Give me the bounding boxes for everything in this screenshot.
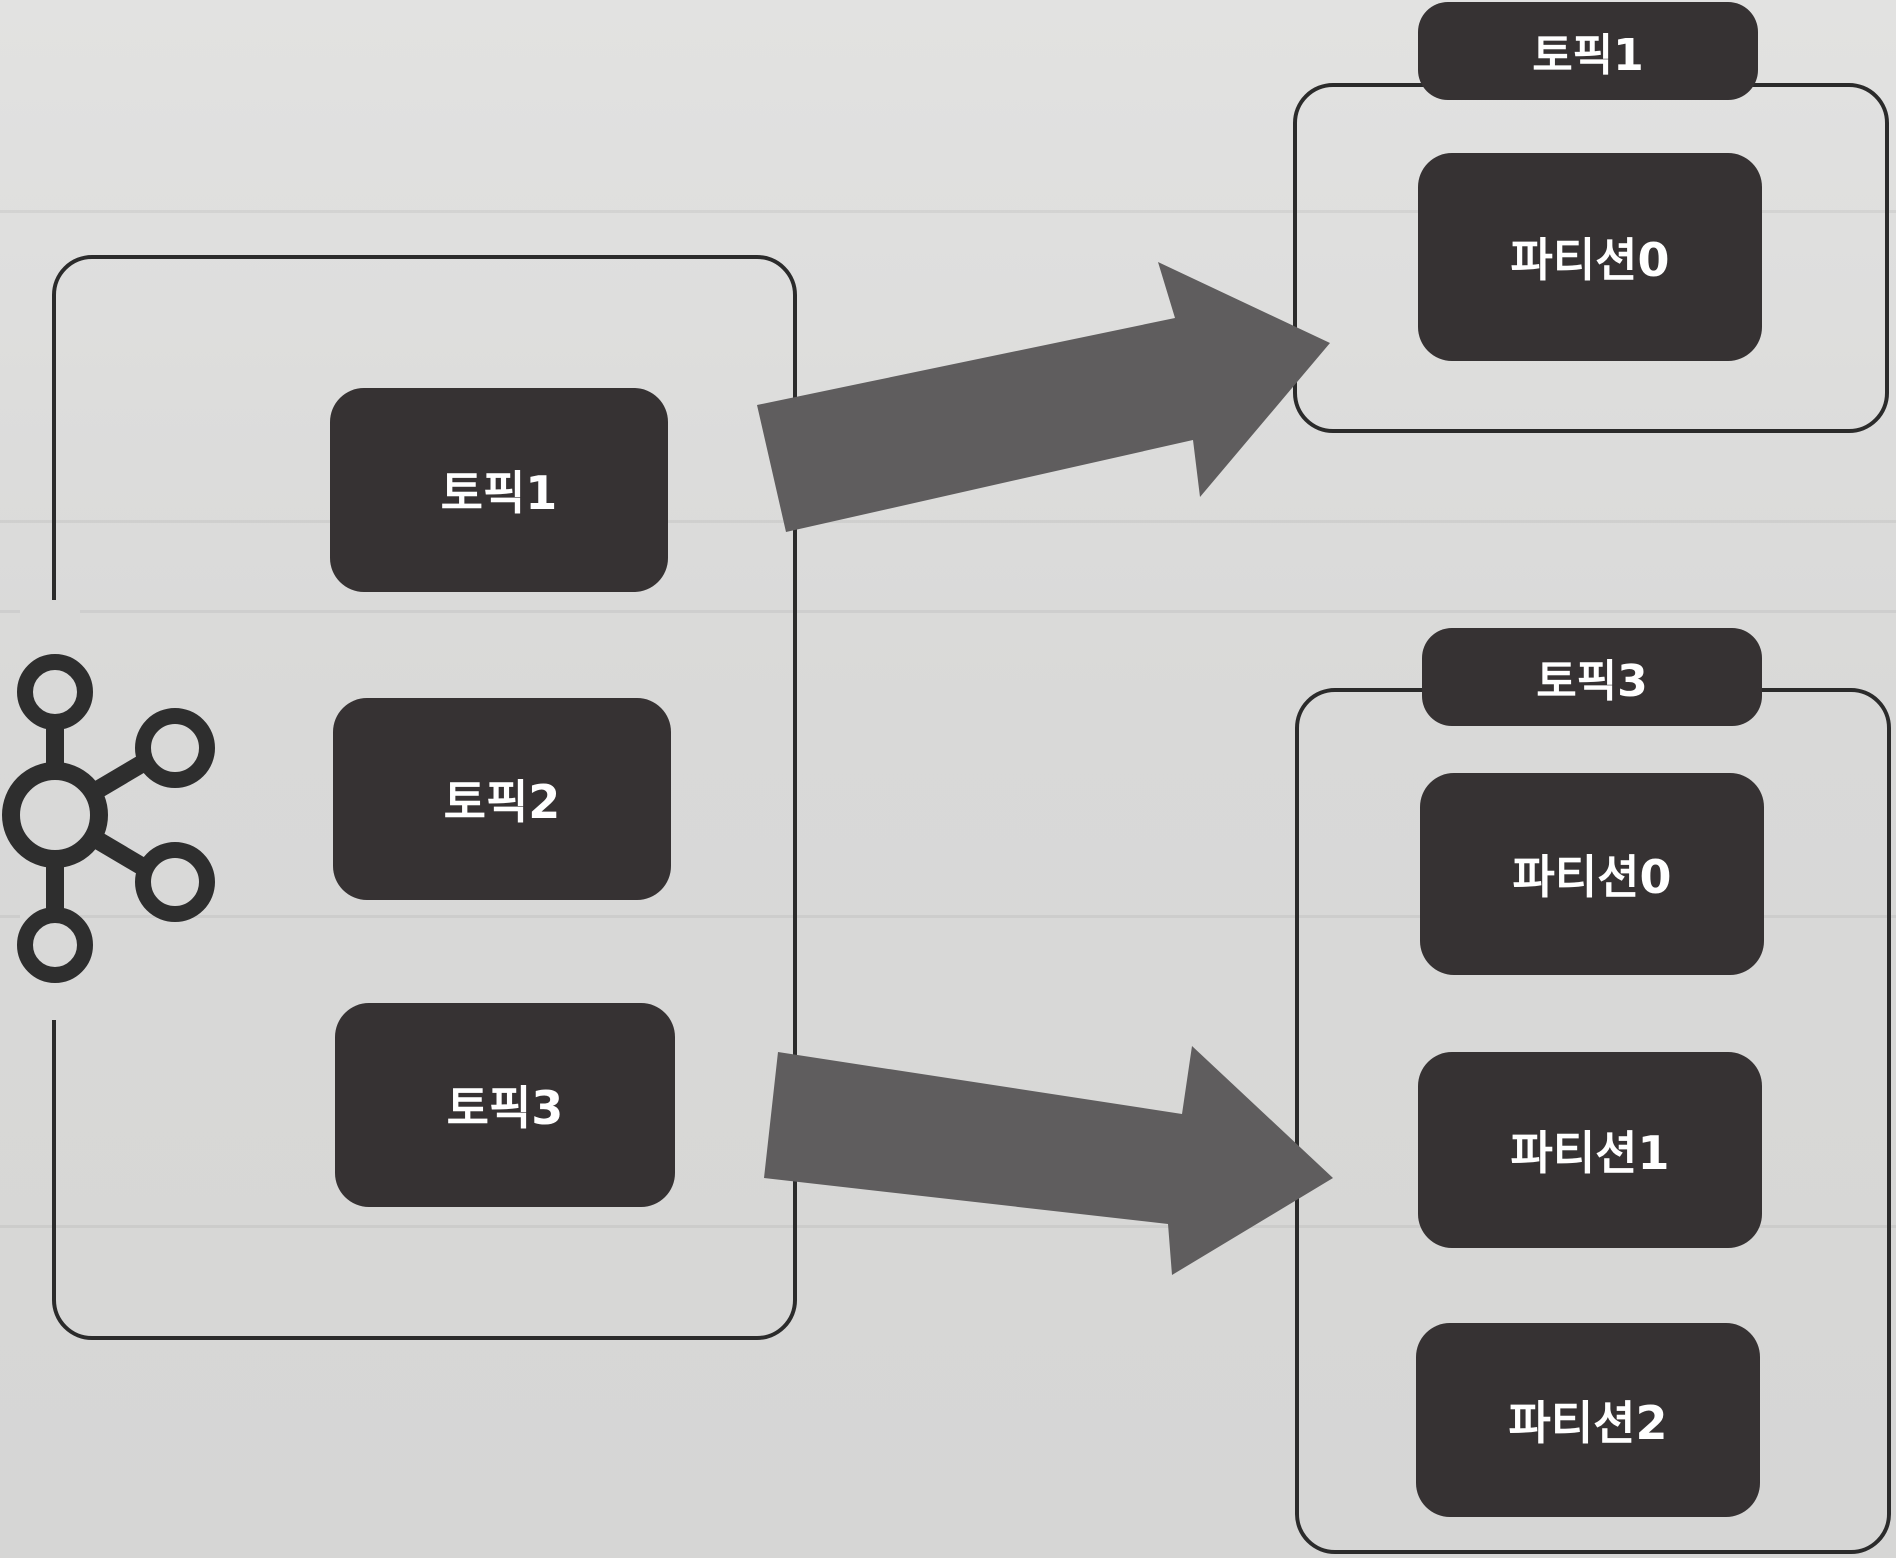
- partition-box: 파티션1: [1418, 1052, 1762, 1248]
- partition-label: 파티션0: [1512, 850, 1672, 904]
- partition-box: 파티션0: [1420, 773, 1764, 975]
- broker-topic-box-1: 토픽1: [330, 388, 668, 592]
- broker-topic-box-2: 토픽2: [333, 698, 671, 900]
- background-line: [0, 1225, 1896, 1228]
- arrow-topic1: [757, 262, 1330, 532]
- background-line: [0, 210, 1896, 213]
- topic-group-3-title: 토픽3: [1422, 628, 1762, 726]
- broker-topic-label: 토픽1: [440, 466, 558, 520]
- topic-group-title-label: 토픽3: [1536, 656, 1648, 707]
- partition-box: 파티션2: [1416, 1323, 1760, 1517]
- partition-label: 파티션2: [1508, 1396, 1668, 1450]
- background-line: [0, 610, 1896, 613]
- arrow-topic3: [764, 1046, 1333, 1275]
- broker-topic-label: 토픽3: [446, 1081, 564, 1135]
- background-line: [0, 520, 1896, 523]
- broker-topic-label: 토픽2: [443, 775, 561, 829]
- background-line: [0, 915, 1896, 918]
- kafka-logo-icon: [2, 600, 215, 1020]
- partition-label: 파티션1: [1510, 1126, 1670, 1180]
- broker-topic-box-3: 토픽3: [335, 1003, 675, 1207]
- partition-label: 파티션0: [1510, 233, 1670, 287]
- topic-group-title-label: 토픽1: [1532, 30, 1644, 81]
- partition-box: 파티션0: [1418, 153, 1762, 361]
- topic-group-1-title: 토픽1: [1418, 2, 1758, 100]
